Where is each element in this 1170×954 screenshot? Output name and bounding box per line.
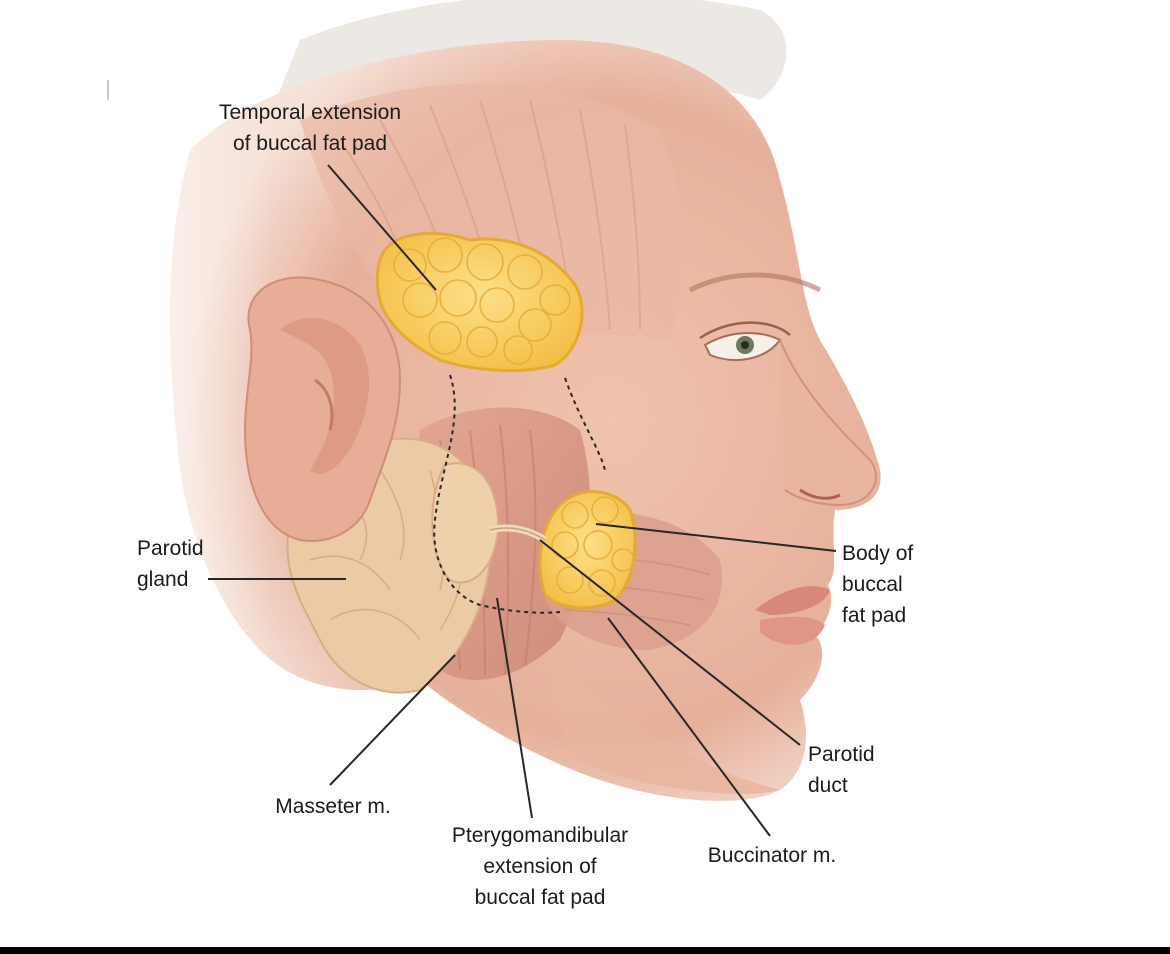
- label-pterygomandibular-extension: Pterygomandibular extension of buccal fa…: [451, 824, 629, 909]
- label-parotid-gland: Parotid gland: [137, 537, 204, 591]
- label-buccinator: Buccinator m.: [707, 844, 837, 867]
- label-masseter: Masseter m.: [275, 795, 391, 818]
- ear: [243, 276, 402, 542]
- label-temporal-extension: Temporal extension of buccal fat pad: [218, 101, 402, 155]
- leader-lines: [208, 164, 837, 837]
- label-body-of-buccal-fat-pad: Body of buccal fat pad: [842, 542, 914, 627]
- label-parotid-duct: Parotid duct: [808, 743, 875, 797]
- lips: [755, 586, 830, 615]
- bottom-border: [0, 947, 1170, 954]
